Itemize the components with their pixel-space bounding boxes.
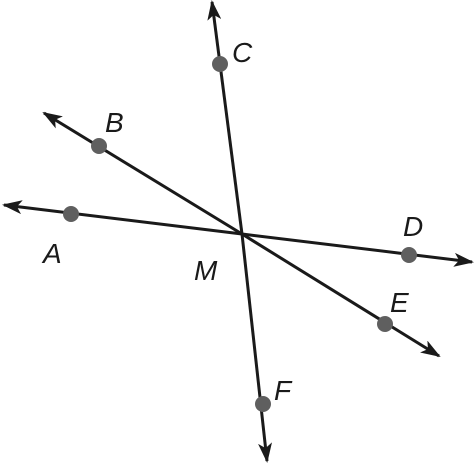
point-b — [91, 138, 107, 154]
label-b: B — [105, 107, 124, 138]
line-b-e — [42, 111, 243, 236]
label-f: F — [274, 375, 293, 406]
point-a — [63, 206, 79, 222]
point-d — [401, 247, 417, 263]
line-a-d-right-ray — [241, 232, 474, 267]
label-c: C — [232, 37, 253, 68]
line-b-e-lower-ray — [241, 232, 441, 358]
point-c — [212, 56, 228, 72]
point-e — [377, 316, 393, 332]
line-c-f — [207, 0, 244, 235]
label-a: A — [41, 238, 62, 269]
line-c-f-lower-ray — [240, 233, 272, 463]
point-f — [255, 396, 271, 412]
line-a-d — [2, 200, 243, 236]
label-e: E — [390, 287, 409, 318]
label-d: D — [403, 211, 423, 242]
label-m: M — [194, 255, 218, 286]
